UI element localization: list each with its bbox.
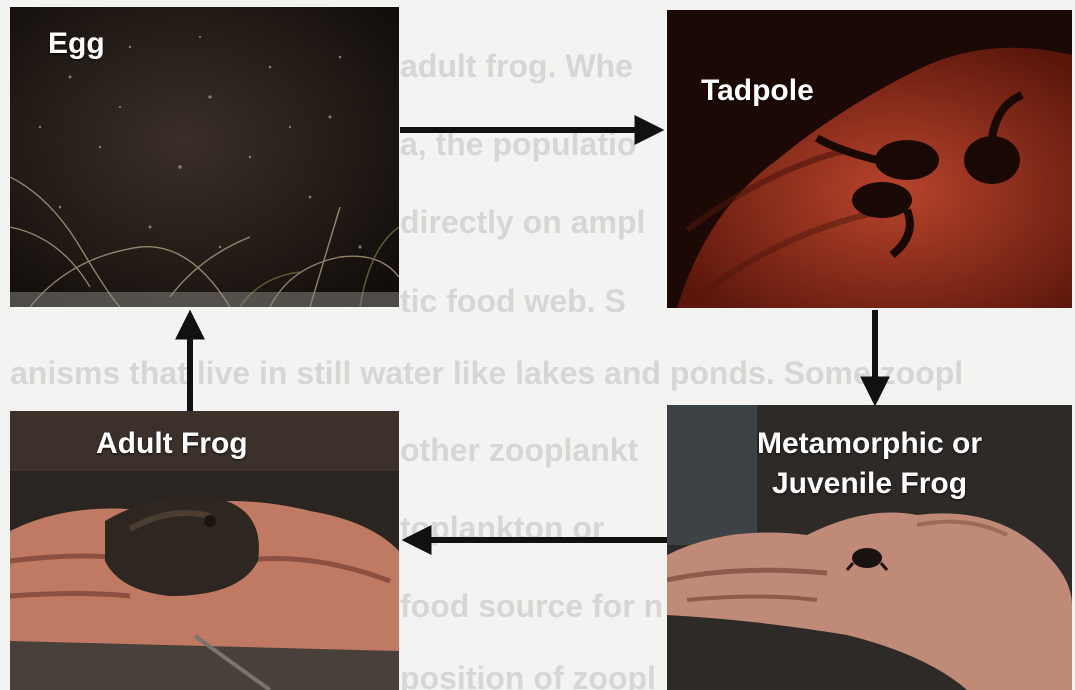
cycle-arrows [0, 0, 1075, 690]
life-cycle-diagram: adult frog. Whe a, the populatio directl… [0, 0, 1075, 690]
